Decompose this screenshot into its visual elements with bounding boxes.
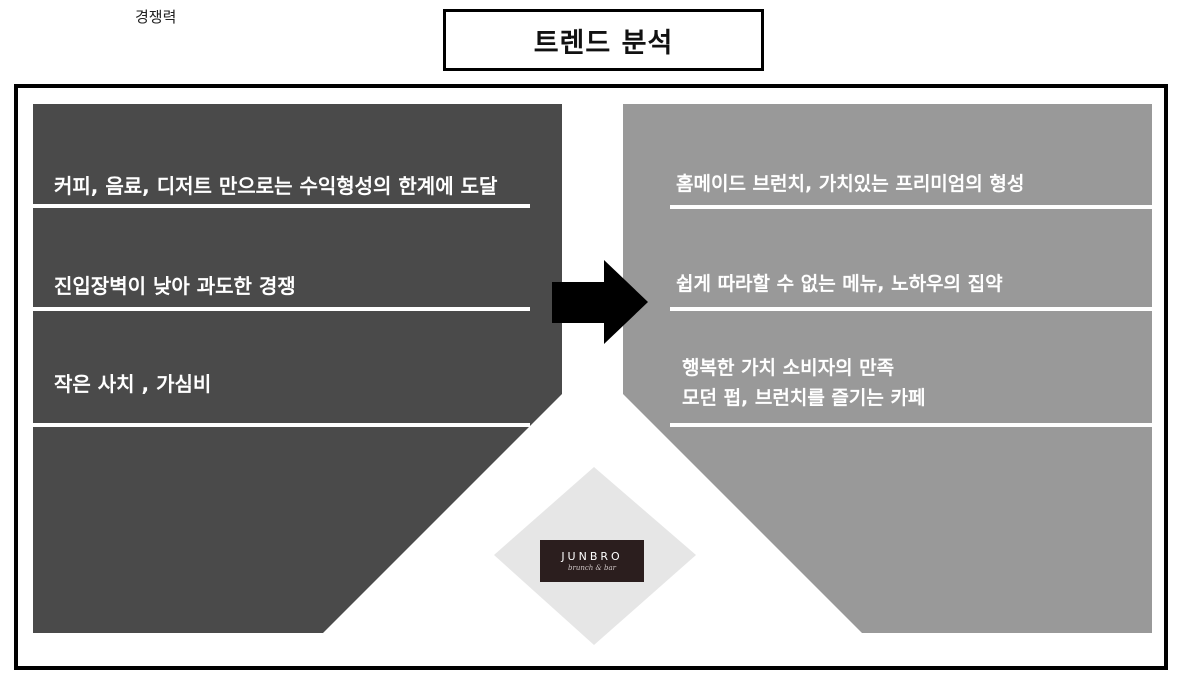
left-item-2: 진입장벽이 낮아 과도한 경쟁 bbox=[54, 274, 296, 298]
logo-name: JUNBRO bbox=[561, 550, 623, 563]
logo-tagline: brunch & bar bbox=[568, 564, 616, 572]
diagram-frame bbox=[14, 84, 1168, 670]
corner-label: 경쟁력 bbox=[135, 8, 177, 26]
left-panel bbox=[33, 104, 562, 633]
right-item-3-line-2: 모던 펍, 브런치를 즐기는 카페 bbox=[682, 387, 926, 409]
page-title: 트렌드 분석 bbox=[443, 9, 764, 71]
left-item-1: 커피, 음료, 디저트 만으로는 수익형성의 한계에 도달 bbox=[54, 174, 498, 198]
right-item-1: 홈메이드 브런치, 가치있는 프리미엄의 형성 bbox=[676, 173, 1025, 195]
brand-logo: JUNBRO brunch & bar bbox=[540, 540, 644, 582]
right-item-2: 쉽게 따라할 수 없는 메뉴, 노하우의 집약 bbox=[676, 273, 1003, 295]
left-item-3: 작은 사치 , 가심비 bbox=[54, 372, 212, 396]
right-item-3-line-1: 행복한 가치 소비자의 만족 bbox=[682, 357, 895, 379]
arrow-right-icon bbox=[552, 260, 648, 344]
right-panel bbox=[623, 104, 1152, 633]
